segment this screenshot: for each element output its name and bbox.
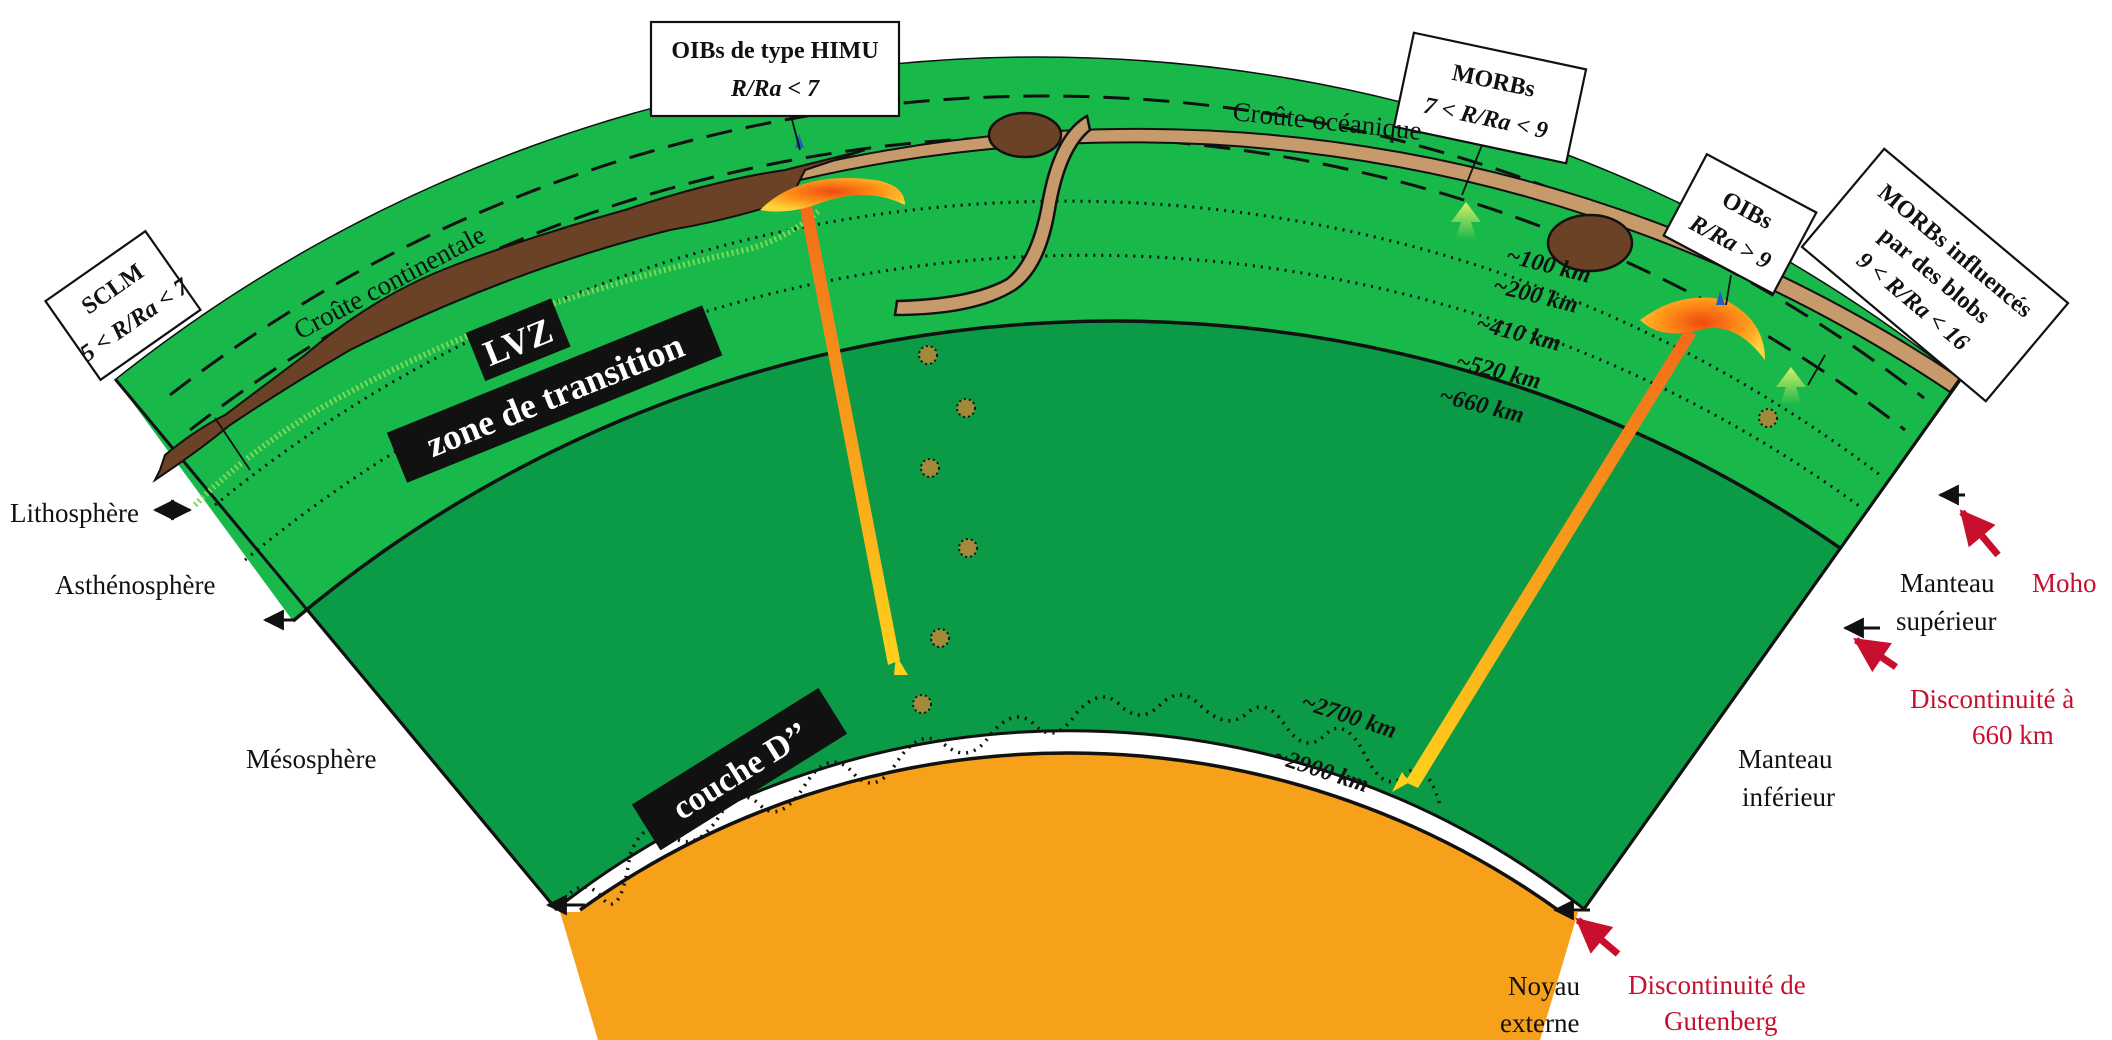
label-lower-mantle-1: Manteau — [1738, 744, 1833, 774]
label-gutenberg-1: Discontinuité de — [1628, 970, 1806, 1000]
label-asthenosphere: Asthénosphère — [55, 570, 215, 600]
core-mantle-boundary — [578, 751, 1560, 912]
blob-markers — [912, 345, 1778, 714]
label-lithosphere: Lithosphère — [10, 498, 139, 528]
box-himu-range: R/Ra < 7 — [730, 76, 820, 102]
label-lower-mantle-2: inférieur — [1742, 782, 1835, 812]
boundary-660km — [291, 319, 1841, 623]
box-himu: OIBs de type HIMU R/Ra < 7 — [649, 20, 901, 118]
label-moho: Moho — [2032, 568, 2097, 598]
boundary-100km — [169, 94, 1925, 400]
plume-oib-conduit — [1405, 328, 1696, 788]
plume-himu-conduit — [798, 195, 900, 665]
label-outer-core-1: Noyau — [1508, 971, 1580, 1001]
oceanic-island-chamber — [1546, 213, 1634, 273]
label-660-1: Discontinuité à — [1910, 684, 2074, 714]
box-himu-title: OIBs de type HIMU — [671, 38, 878, 64]
label-mesosphere: Mésosphère — [246, 744, 376, 774]
label-upper-mantle-1: Manteau — [1900, 568, 1995, 598]
upper-mantle-region — [116, 57, 1960, 621]
subducting-slab — [893, 114, 1092, 317]
continental-crust — [152, 149, 866, 483]
label-660-2: 660 km — [1972, 720, 2054, 750]
plume-oib-head — [1640, 297, 1765, 360]
label-outer-core-2: externe — [1500, 1008, 1579, 1038]
plume-himu-head — [760, 178, 905, 212]
boundary-520km — [244, 253, 1863, 562]
ridge-magma-chamber — [987, 111, 1063, 159]
box-morbs: MORBs 7 < R/Ra < 9 — [1392, 31, 1588, 165]
label-upper-mantle-2: supérieur — [1896, 606, 1996, 636]
box-oibs: OIBs R/Ra > 9 — [1662, 152, 1818, 296]
label-gutenberg-2: Gutenberg — [1664, 1006, 1777, 1036]
